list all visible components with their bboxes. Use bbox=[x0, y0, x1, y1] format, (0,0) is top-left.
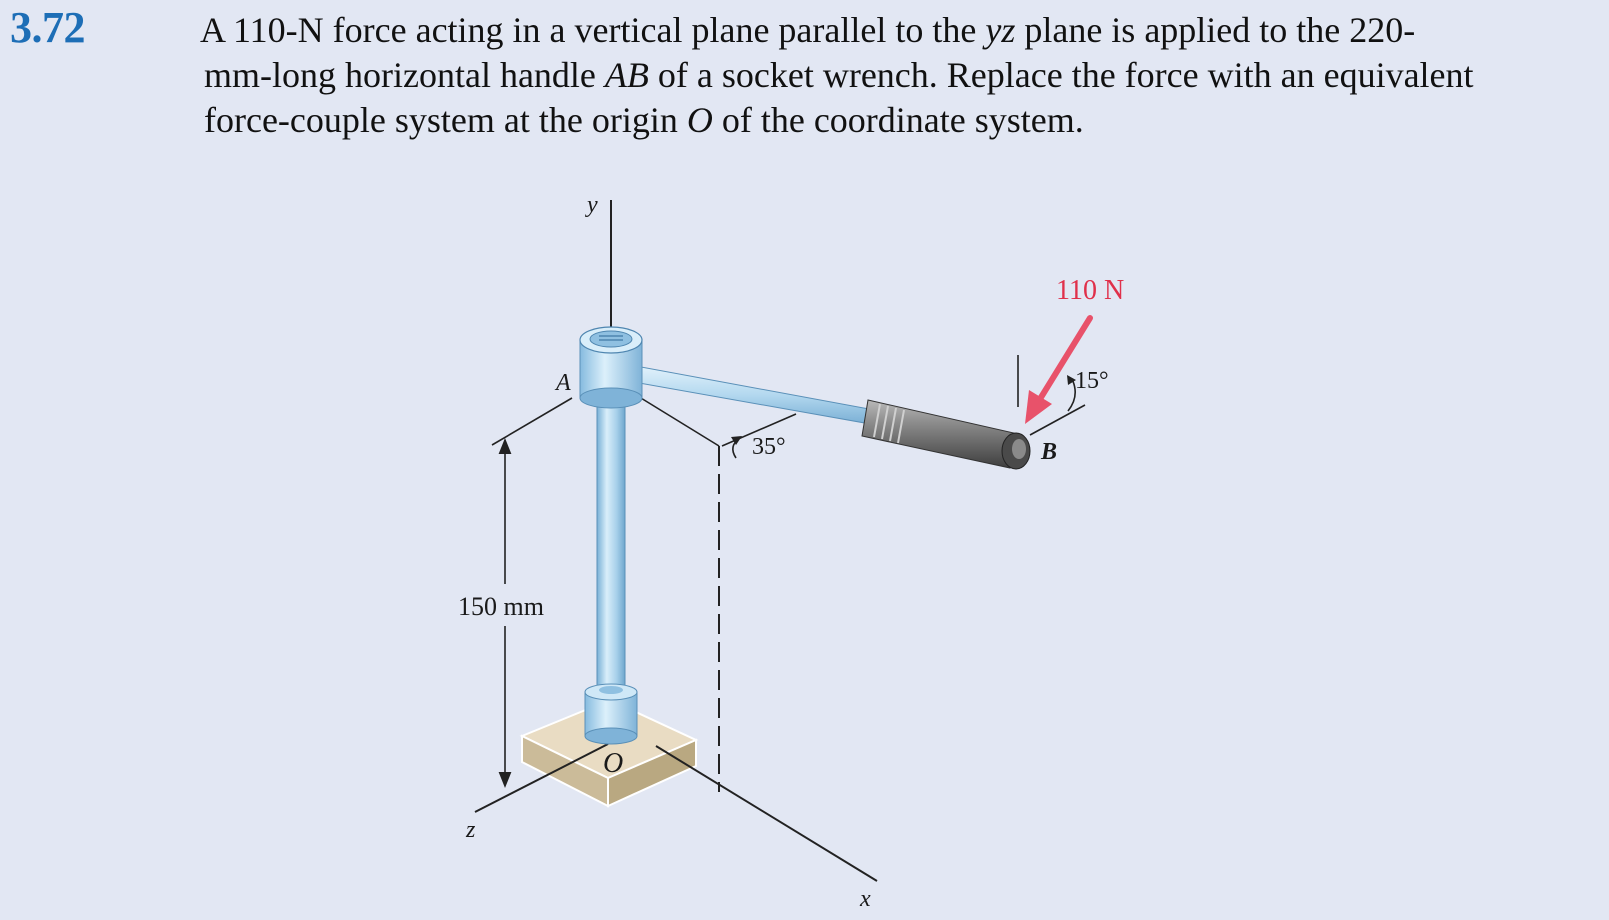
vertical-shaft bbox=[596, 391, 626, 698]
text-segment: plane is applied to the 220- bbox=[1015, 10, 1416, 50]
z-axis-line bbox=[474, 743, 609, 813]
point-label-o: O bbox=[603, 748, 623, 779]
problem-line-3: force-couple system at the origin O of t… bbox=[200, 98, 1600, 143]
point-label-b: B bbox=[1040, 439, 1057, 465]
dimension-label: 150 mm bbox=[458, 592, 544, 621]
force-arrow bbox=[1025, 315, 1093, 424]
problem-line-2: mm-long horizontal handle AB of a socket… bbox=[200, 53, 1600, 98]
point-label-a: A bbox=[554, 370, 571, 396]
z-axis-label: z bbox=[465, 817, 476, 843]
text-segment: force-couple system at the origin bbox=[204, 100, 687, 140]
handle-rod bbox=[627, 364, 881, 426]
x-axis-label: x bbox=[859, 886, 871, 912]
angle-15-label: 15° bbox=[1075, 368, 1109, 394]
force-label: 110 N bbox=[1056, 275, 1124, 306]
dimension-extension-line bbox=[491, 397, 573, 446]
angle-reference-line bbox=[635, 394, 720, 447]
text-segment: of the coordinate system. bbox=[712, 100, 1084, 140]
problem-number: 3.72 bbox=[10, 3, 86, 52]
problem-statement: A 110-N force acting in a vertical plane… bbox=[200, 8, 1600, 143]
text-segment: mm-long horizontal handle bbox=[204, 55, 605, 95]
text-segment: A 110-N force acting in a vertical plane… bbox=[200, 10, 986, 50]
y-axis-label: y bbox=[585, 192, 598, 218]
bottom-collar bbox=[584, 683, 638, 745]
text-italic: yz bbox=[985, 10, 1016, 50]
angle-15-marker bbox=[1029, 375, 1086, 436]
angle-35-marker bbox=[721, 413, 797, 459]
text-italic: O bbox=[686, 100, 713, 140]
text-italic: AB bbox=[604, 55, 649, 95]
problem-line-1: A 110-N force acting in a vertical plane… bbox=[200, 8, 1600, 53]
x-axis-line bbox=[655, 745, 878, 882]
socket-head bbox=[579, 326, 643, 409]
text-segment: of a socket wrench. Replace the force wi… bbox=[648, 55, 1474, 95]
handle-grip bbox=[861, 399, 1031, 470]
angle-35-label: 35° bbox=[752, 434, 786, 460]
